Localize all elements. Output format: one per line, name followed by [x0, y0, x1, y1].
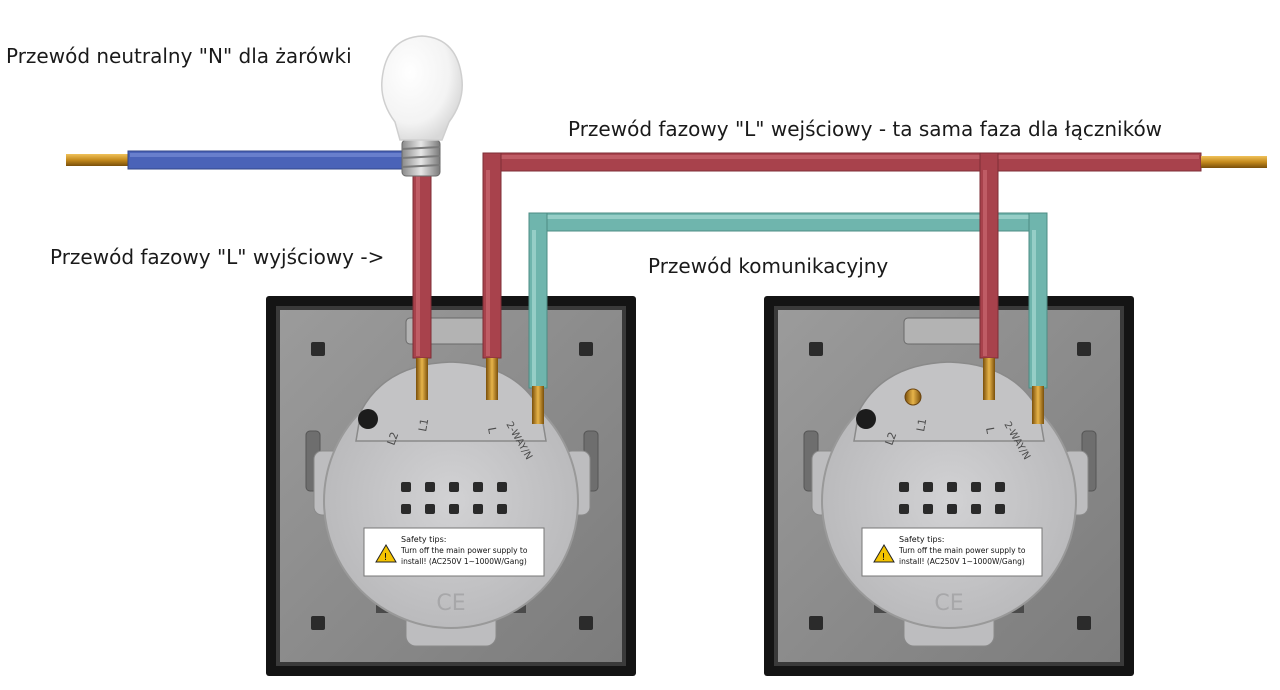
safety-line: install! (AC250V 1~1000W/Gang): [401, 557, 527, 566]
safety-title: Safety tips:: [401, 535, 446, 544]
bulb: [381, 35, 463, 177]
terminal-label: L2: [385, 430, 402, 447]
phase-out-wire-label: Przewód fazowy "L" wyjściowy ->: [50, 245, 385, 269]
phase-in-wire-right-drop: [979, 152, 999, 400]
terminal-label: L: [983, 426, 997, 435]
switch-left: [265, 295, 637, 677]
comm-wire: [528, 212, 1048, 424]
terminal-label: L1: [914, 417, 929, 432]
switch-right: [763, 295, 1135, 677]
terminal-label: L: [485, 426, 499, 435]
ce-mark: CE: [934, 591, 963, 616]
safety-line: install! (AC250V 1~1000W/Gang): [899, 557, 1025, 566]
terminal-screw: [904, 388, 922, 406]
ce-mark: CE: [436, 591, 465, 616]
safety-line: Turn off the main power supply to: [898, 546, 1026, 555]
terminal-label: L1: [416, 417, 431, 432]
terminal-label: L2: [883, 430, 900, 447]
phase-out-wire: [412, 169, 432, 400]
comm-wire-label: Przewód komunikacyjny: [648, 254, 889, 278]
safety-line: Turn off the main power supply to: [400, 546, 528, 555]
phase-in-wire: [482, 152, 1267, 400]
safety-title: Safety tips:: [899, 535, 944, 544]
phase-in-wire-label: Przewód fazowy "L" wejściowy - ta sama f…: [568, 117, 1163, 141]
neutral-wire-label: Przewód neutralny "N" dla żarówki: [6, 44, 352, 68]
neutral-wire: [66, 150, 419, 170]
